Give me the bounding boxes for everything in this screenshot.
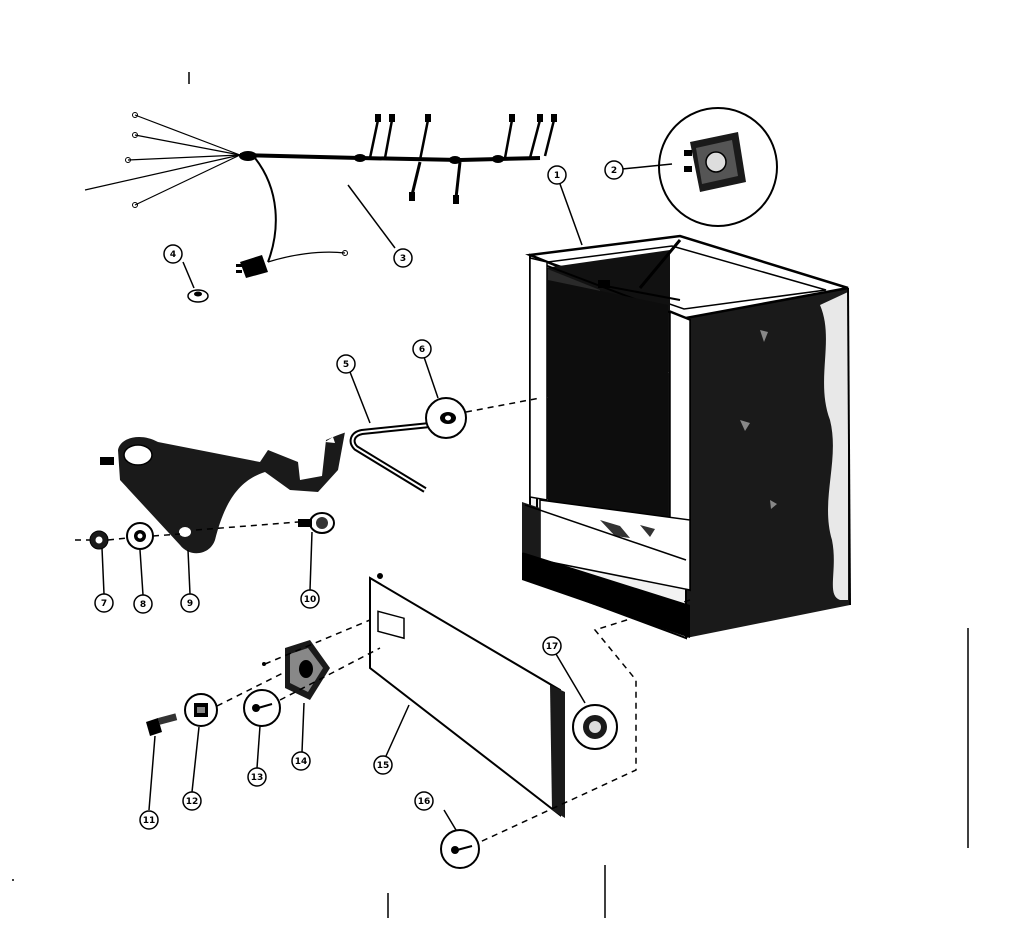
callout-12: 12 xyxy=(182,791,202,811)
callout-16: 16 xyxy=(414,791,434,811)
callout-label: 7 xyxy=(101,599,107,609)
junction-box-detail xyxy=(658,107,778,227)
receptacle-plate xyxy=(262,640,330,700)
callout-label: 13 xyxy=(251,773,264,783)
callout-1: 1 xyxy=(547,165,567,185)
callout-label: 10 xyxy=(304,595,317,605)
callout-label: 12 xyxy=(186,797,199,807)
cabinet-frame xyxy=(522,234,851,640)
assembly-lines xyxy=(75,397,691,843)
screw xyxy=(243,689,281,727)
callout-label: 2 xyxy=(611,166,617,176)
callout-label: 1 xyxy=(554,171,560,181)
callout-label: 5 xyxy=(343,360,349,370)
callout-label: 6 xyxy=(419,345,425,355)
callout-label: 15 xyxy=(377,761,390,771)
callout-label: 4 xyxy=(170,250,176,260)
callout-label: 8 xyxy=(140,600,146,610)
callout-9: 9 xyxy=(180,593,200,613)
nut xyxy=(89,530,109,550)
callout-label: 3 xyxy=(400,254,406,264)
hex-rod xyxy=(349,422,431,493)
callout-11: 11 xyxy=(139,810,159,830)
callouts: 1 2 3 4 5 6 7 8 xyxy=(94,160,624,830)
callout-8: 8 xyxy=(133,594,153,614)
callout-label: 9 xyxy=(187,599,193,609)
callout-7: 7 xyxy=(94,593,114,613)
harness-plug xyxy=(236,255,268,278)
access-panel xyxy=(369,573,565,818)
callout-label: 17 xyxy=(546,642,559,652)
callout-10: 10 xyxy=(300,589,320,609)
thumb-screw xyxy=(298,512,335,534)
mounting-bracket xyxy=(100,431,346,554)
callout-label: 14 xyxy=(295,757,308,767)
bolt xyxy=(146,713,178,736)
callout-6: 6 xyxy=(412,339,432,359)
wire-harness xyxy=(84,114,556,263)
spring-nut xyxy=(184,693,218,727)
callout-label: 16 xyxy=(418,797,431,807)
callout-14: 14 xyxy=(291,751,311,771)
callout-17: 17 xyxy=(542,636,562,656)
panel-screw xyxy=(440,829,480,869)
callout-15: 15 xyxy=(373,755,393,775)
callout-4: 4 xyxy=(163,244,183,264)
wire-connector xyxy=(187,289,209,303)
callout-13: 13 xyxy=(247,767,267,787)
wire-terminals xyxy=(125,112,557,256)
snap-bushing xyxy=(572,704,618,750)
callout-3: 3 xyxy=(393,248,413,268)
callout-label: 11 xyxy=(143,816,156,826)
washer xyxy=(126,522,154,550)
leader-lines xyxy=(101,163,673,831)
callout-5: 5 xyxy=(336,354,356,374)
callout-2: 2 xyxy=(604,160,624,180)
grommet xyxy=(425,397,467,439)
scan-marks xyxy=(12,72,969,918)
